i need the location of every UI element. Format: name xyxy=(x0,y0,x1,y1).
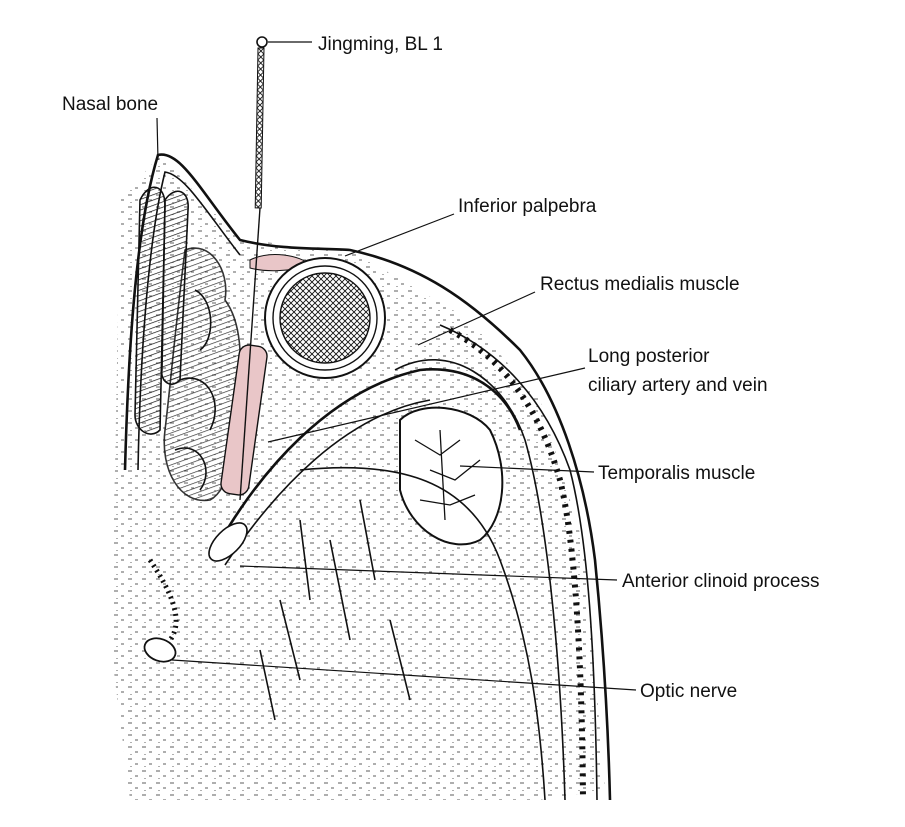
label-optic-nerve: Optic nerve xyxy=(640,681,737,702)
optic-nerve-sheath xyxy=(143,368,546,801)
label-anterior-clinoid: Anterior clinoid process xyxy=(622,571,819,592)
label-ciliary-line1: Long posterior xyxy=(588,346,710,367)
skull-outline xyxy=(123,153,612,801)
temporalis-muscle xyxy=(399,406,504,546)
label-jingming: Jingming, BL 1 xyxy=(318,34,443,55)
label-ciliary-line2: ciliary artery and vein xyxy=(588,375,768,396)
acupuncture-needle xyxy=(239,36,268,501)
label-rectus-medialis: Rectus medialis muscle xyxy=(540,274,740,295)
optic-nerve-shape xyxy=(143,637,177,663)
label-inferior-palpebra: Inferior palpebra xyxy=(458,196,597,217)
eyeball xyxy=(264,257,386,379)
leader-lines xyxy=(156,41,637,691)
label-nasal-bone: Nasal bone xyxy=(62,94,158,115)
label-temporalis: Temporalis muscle xyxy=(598,463,755,484)
medial-rectus-muscle xyxy=(220,344,268,496)
